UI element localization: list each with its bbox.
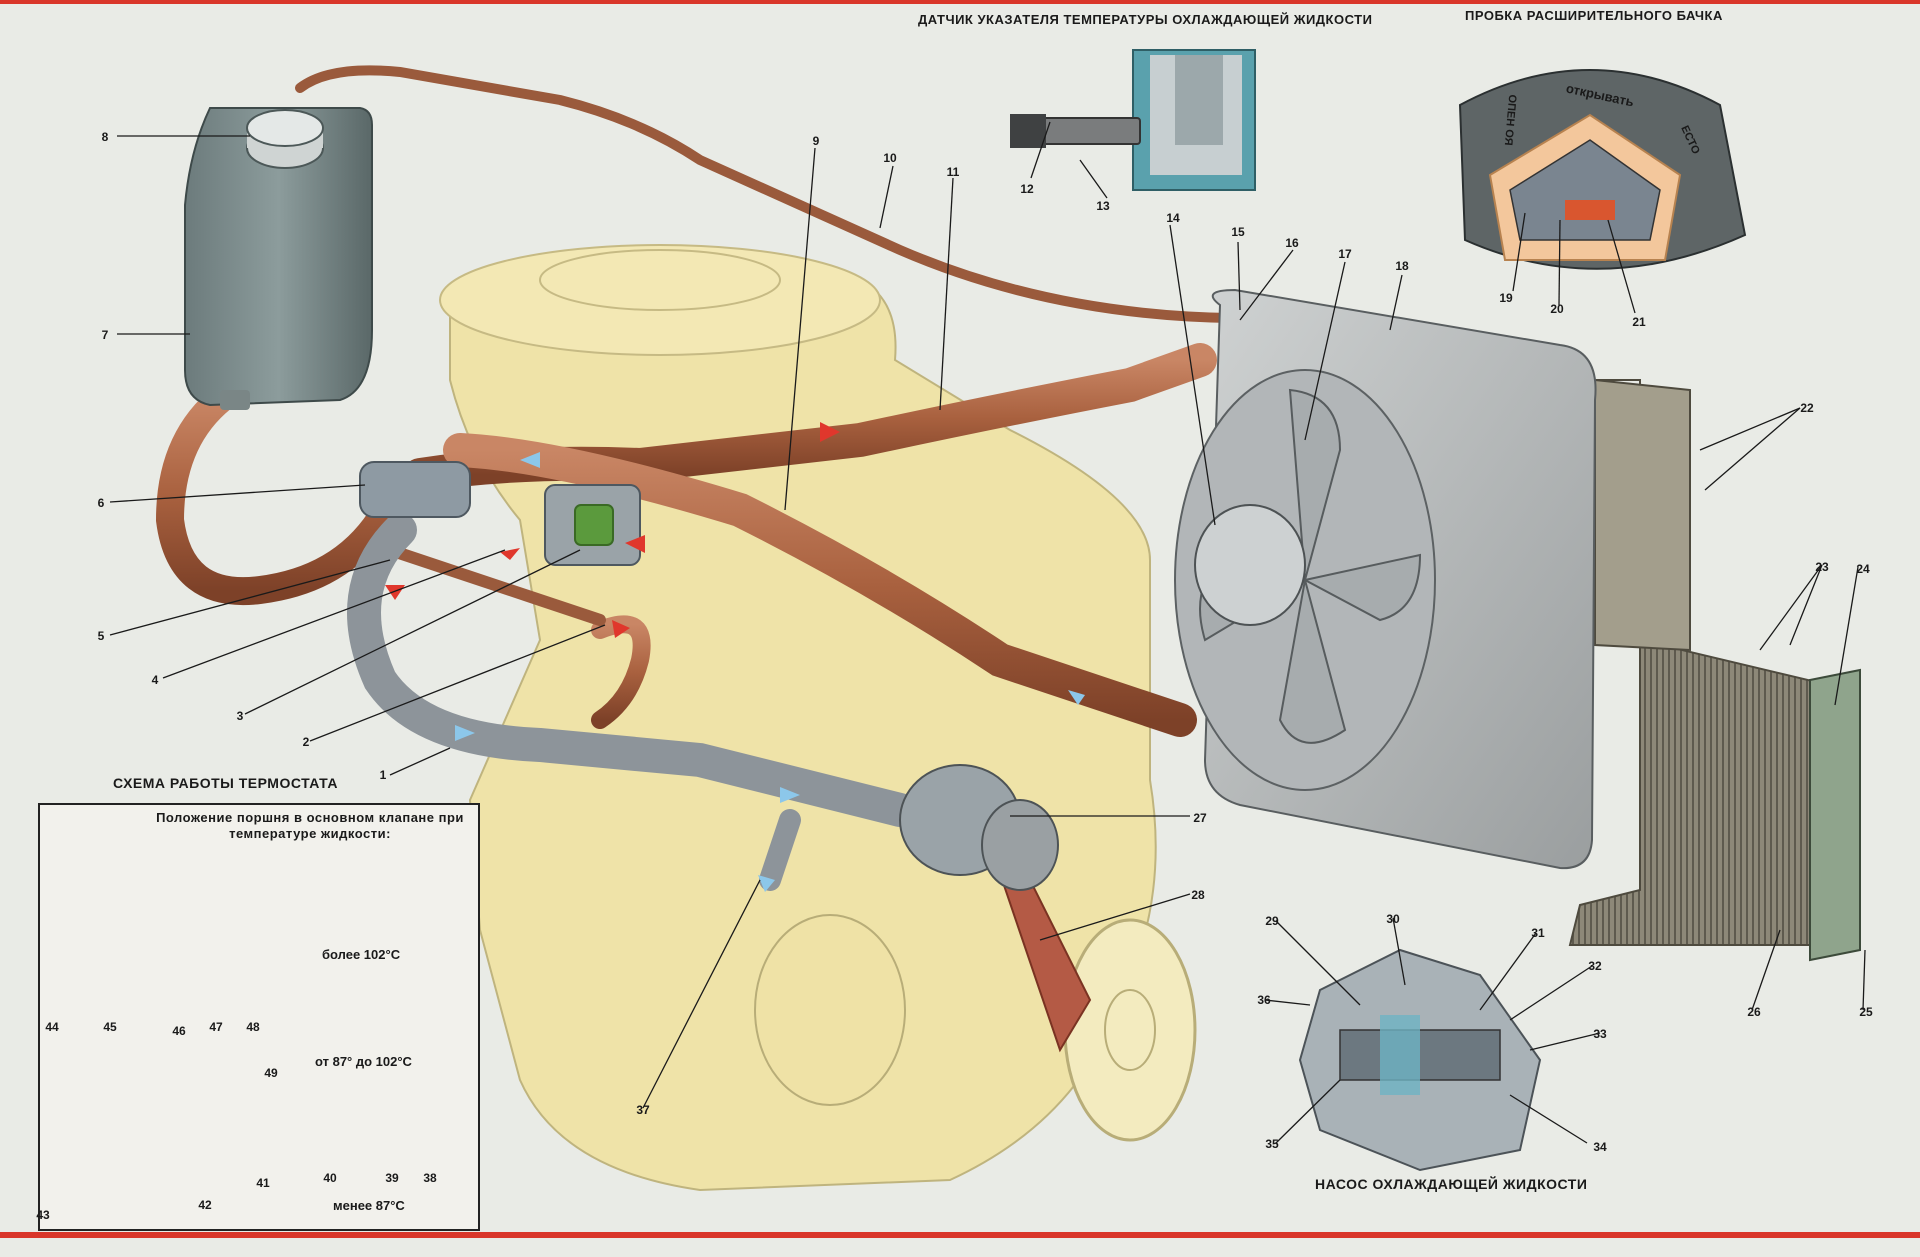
callout-3: 3 [236, 709, 244, 723]
callout-41: 41 [256, 1176, 270, 1190]
temp-sensor-inset [1010, 49, 1256, 191]
radiator-side-tank [1594, 378, 1691, 652]
top-border [0, 0, 1920, 4]
pipe-37 [759, 809, 801, 891]
callout-8: 8 [101, 130, 109, 144]
title-coolant-pump: НАСОС ОХЛАЖДАЮЩЕЙ ЖИДКОСТИ [1315, 1176, 1588, 1192]
callout-25: 25 [1859, 1005, 1873, 1019]
callout-20: 20 [1550, 302, 1564, 316]
expansion-tank [184, 107, 373, 410]
coolant-pump-inset [1298, 948, 1542, 1172]
crankshaft-pulley [1063, 918, 1197, 1142]
callout-33: 33 [1593, 1027, 1607, 1041]
callout-10: 10 [883, 151, 897, 165]
thermostat-position-caption: Положение поршня в основном клапане при … [156, 810, 464, 841]
title-temp-sensor: ДАТЧИК УКАЗАТЕЛЯ ТЕМПЕРАТУРЫ ОХЛАЖДАЮЩЕЙ… [918, 12, 1373, 27]
hose-6 [155, 384, 414, 606]
title-thermostat-scheme: СХЕМА РАБОТЫ ТЕРМОСТАТА [113, 775, 338, 791]
callout-14: 14 [1166, 211, 1180, 225]
callout-12: 12 [1020, 182, 1034, 196]
callout-24: 24 [1856, 562, 1870, 576]
callout-31: 31 [1531, 926, 1545, 940]
title-expansion-cap: ПРОБКА РАСШИРИТЕЛЬНОГО БАЧКА [1465, 8, 1723, 23]
callout-18: 18 [1395, 259, 1409, 273]
sensor-body [1039, 117, 1141, 145]
radiator-end-tank [1809, 668, 1861, 962]
hose-10 [295, 65, 1235, 323]
callout-22: 22 [1800, 401, 1814, 415]
callout-39: 39 [385, 1171, 399, 1185]
callout-15: 15 [1231, 225, 1245, 239]
bottom-border [0, 1232, 1920, 1238]
callout-2: 2 [302, 735, 310, 749]
callout-9: 9 [812, 134, 820, 148]
flow-arrow-blue-2 [455, 725, 475, 741]
callout-17: 17 [1338, 247, 1352, 261]
callout-37: 37 [636, 1103, 650, 1117]
flow-arrow-blue-5 [758, 875, 775, 892]
callout-44: 44 [45, 1020, 59, 1034]
callout-1: 1 [379, 768, 387, 782]
callout-34: 34 [1593, 1140, 1607, 1154]
callout-26: 26 [1747, 1005, 1761, 1019]
radiator-assembly [1174, 288, 1861, 962]
callout-47: 47 [209, 1020, 223, 1034]
callout-19: 19 [1499, 291, 1513, 305]
outlet-pipe-1 [347, 513, 917, 827]
callout-11: 11 [946, 165, 960, 179]
callout-32: 32 [1588, 959, 1602, 973]
callout-5: 5 [97, 629, 105, 643]
leader-lines [109, 121, 1866, 1184]
flow-arrow-red-3 [385, 585, 405, 600]
callout-43: 43 [36, 1208, 50, 1222]
flow-arrow-blue-4 [1068, 690, 1085, 705]
callout-29: 29 [1265, 914, 1279, 928]
engine-water-pump [899, 764, 1059, 891]
temp-label-high: более 102°С [322, 947, 401, 962]
callout-36: 36 [1257, 993, 1271, 1007]
callout-35: 35 [1265, 1137, 1279, 1151]
hose-2 [591, 615, 651, 729]
fan-motor [1194, 504, 1306, 626]
callout-49: 49 [264, 1066, 278, 1080]
flow-arrow-red-1 [820, 422, 840, 442]
expansion-cap-inset [1458, 69, 1747, 270]
flow-arrows [385, 422, 1085, 892]
flow-arrow-red-4 [612, 620, 630, 638]
callout-28: 28 [1191, 888, 1205, 902]
callout-46: 46 [172, 1024, 186, 1038]
callout-30: 30 [1386, 912, 1400, 926]
callout-16: 16 [1285, 236, 1299, 250]
callout-6: 6 [97, 496, 105, 510]
callout-42: 42 [198, 1198, 212, 1212]
oil-filter [754, 914, 906, 1106]
callout-38: 38 [423, 1171, 437, 1185]
flow-arrow-red-5 [500, 548, 520, 560]
callout-23: 23 [1815, 560, 1829, 574]
callout-27: 27 [1193, 811, 1207, 825]
flow-arrow-red-2 [625, 535, 645, 553]
flow-arrow-blue-1 [520, 452, 540, 468]
callout-48: 48 [246, 1020, 260, 1034]
callout-7: 7 [101, 328, 109, 342]
callout-4: 4 [151, 673, 159, 687]
callout-45: 45 [103, 1020, 117, 1034]
thermostat-inset-frame [38, 803, 480, 1231]
callout-40: 40 [323, 1171, 337, 1185]
thermostat-housing [359, 461, 641, 566]
callout-21: 21 [1632, 315, 1646, 329]
flow-arrow-blue-3 [780, 787, 800, 803]
temp-label-mid: от 87° до 102°С [315, 1054, 412, 1069]
callout-13: 13 [1096, 199, 1110, 213]
temp-label-low: менее 87°С [333, 1198, 405, 1213]
hose-4 [384, 544, 606, 626]
air-filter-housing [439, 244, 881, 356]
